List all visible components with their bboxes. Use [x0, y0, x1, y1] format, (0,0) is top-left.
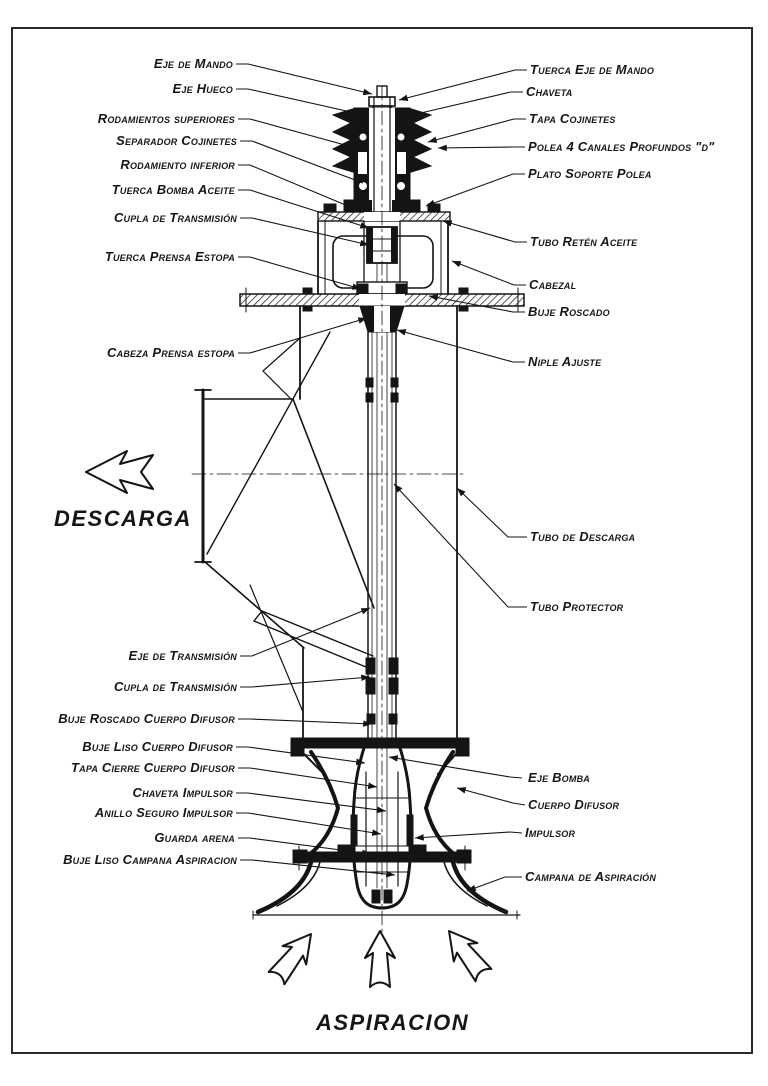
label-tapa-cierre-cuerpo-difusor: Tapa Cierre Cuerpo Difusor	[71, 760, 235, 775]
leader-lines	[236, 63, 527, 892]
label-tapa-cojinetes: Tapa Cojinetes	[529, 111, 616, 126]
flow-arrows	[85, 450, 497, 989]
label-buje-liso-campana-aspiracion: Buje Liso Campana Aspiracion	[63, 852, 237, 867]
label-cupla-de-transmision-superior: Cupla de Transmisión	[113, 210, 237, 225]
label-tuerca-prensa-estopa: Tuerca Prensa Estopa	[104, 249, 235, 264]
label-niple-ajuste: Niple Ajuste	[528, 354, 602, 369]
label-eje-de-mando: Eje de Mando	[153, 56, 233, 71]
label-cabeza-prensa-estopa: Cabeza Prensa estopa	[107, 345, 235, 360]
label-eje-bomba: Eje Bomba	[528, 770, 590, 785]
label-cupla-de-transmision-inferior: Cupla de Transmisión	[113, 679, 237, 694]
label-separador-cojinetes: Separador Cojinetes	[116, 133, 237, 148]
label-buje-liso-cuerpo-difusor: Buje Liso Cuerpo Difusor	[82, 739, 233, 754]
discharge-elbow	[194, 331, 375, 713]
suction-flow-label: ASPIRACION	[316, 1010, 470, 1035]
discharge-arrow-icon	[85, 450, 154, 494]
label-polea-4-canales-profundos-d: Polea 4 Canales Profundos "d"	[528, 139, 715, 154]
discharge-flow-label: DESCARGA	[54, 506, 192, 531]
label-chaveta: Chaveta	[526, 84, 573, 99]
label-buje-roscado-cuerpo-difusor: Buje Roscado Cuerpo Difusor	[58, 711, 235, 726]
centerlines	[191, 85, 467, 937]
bowl-assembly	[252, 737, 521, 920]
label-rodamientos-superiores: Rodamientos superiores	[97, 111, 235, 126]
label-anillo-seguro-impulsor: Anillo Seguro Impulsor	[94, 805, 233, 820]
label-cabezal: Cabezal	[529, 277, 577, 292]
label-guarda-arena: Guarda arena	[154, 830, 235, 845]
label-campana-de-aspiracion: Campana de Aspiración	[525, 869, 657, 884]
label-tubo-reten-aceite: Tubo Retén Aceite	[530, 234, 638, 249]
label-eje-hueco: Eje Hueco	[172, 81, 233, 96]
column-tubes	[299, 263, 458, 889]
label-tuerca-eje-de-mando: Tuerca Eje de Mando	[530, 62, 655, 77]
suction-arrow-right-icon	[436, 920, 497, 986]
label-buje-roscado: Buje Roscado	[528, 304, 610, 319]
suction-arrow-center-icon	[364, 930, 396, 988]
suction-arrow-left-icon	[263, 923, 324, 989]
label-cuerpo-difusor: Cuerpo Difusor	[528, 797, 620, 812]
cabezal-head	[317, 205, 451, 295]
label-tuerca-bomba-aceite: Tuerca Bomba Aceite	[111, 182, 235, 197]
label-chaveta-impulsor: Chaveta Impulsor	[132, 785, 233, 800]
label-plato-soporte-polea: Plato Soporte Polea	[528, 166, 652, 181]
label-rodamiento-inferior: Rodamiento inferior	[120, 157, 235, 172]
label-eje-de-transmision: Eje de Transmisión	[128, 648, 237, 663]
label-tubo-protector: Tubo Protector	[530, 599, 624, 614]
sheet-border	[11, 27, 753, 1054]
label-tubo-de-descarga: Tubo de Descarga	[530, 529, 636, 544]
label-impulsor: Impulsor	[525, 825, 576, 840]
